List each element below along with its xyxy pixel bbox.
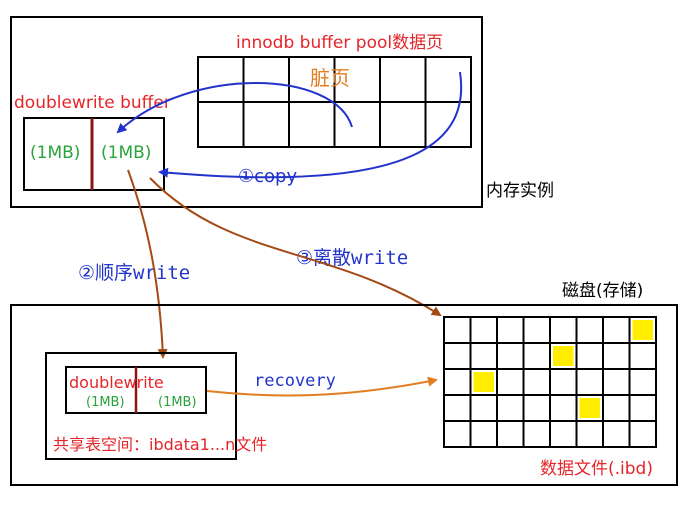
written-page-marker [632,320,653,340]
data-file-page [496,368,525,396]
data-file-page [522,342,551,370]
memory-dw-right-size: (1MB) [101,143,151,163]
recovery-label: recovery [254,371,336,391]
written-page-marker [579,398,600,418]
memory-doublewrite-box [23,117,165,191]
buffer-pool-page [379,101,427,148]
data-file-page [496,394,525,422]
dirty-page-label: 脏页 [310,66,350,90]
written-page-marker [473,372,494,392]
buffer-pool-title: innodb buffer pool数据页 [236,33,443,53]
data-file-page [522,420,551,448]
data-file-page [628,420,657,448]
memory-dw-left-size: (1MB) [30,143,80,163]
data-file-page [602,368,631,396]
disk-dw-left-size: (1MB) [86,395,125,410]
doublewrite-buffer-label: doublewrite buffer [14,93,171,113]
data-file-page [469,420,498,448]
shared-tablespace-label: 共享表空间：ibdata1...n文件 [53,435,267,454]
data-file-page [549,420,578,448]
buffer-pool-page [197,56,245,103]
buffer-pool-page [242,56,290,103]
data-file-page [522,394,551,422]
disk-doublewrite-outer-box [45,352,237,460]
disk-dw-right-size: (1MB) [158,395,197,410]
data-file-page [443,394,472,422]
sequential-write-arrow [127,169,168,359]
buffer-pool-page [424,56,472,103]
buffer-pool-page [288,101,336,148]
discrete-write-label: ③离散write [296,247,408,269]
memory-instance-label: 内存实例 [486,181,554,201]
copy-arrow-upper [116,82,353,134]
buffer-pool-page [242,101,290,148]
data-file-page [575,368,604,396]
data-file-page [575,342,604,370]
disk-title: 磁盘(存储) [562,281,643,301]
data-file-page [496,316,525,344]
data-file-page [469,342,498,370]
data-file-page [443,420,472,448]
data-file-page [602,316,631,344]
data-file-page [602,420,631,448]
disk-doublewrite-label: doublewrite [69,373,164,392]
data-file-page [469,394,498,422]
data-file-label: 数据文件(.ibd) [540,459,653,479]
data-file-page [628,342,657,370]
buffer-pool-page [197,101,245,148]
data-file-page [496,342,525,370]
disk-box [10,304,678,486]
data-file-page [575,316,604,344]
data-file-page [469,316,498,344]
data-file-page [549,394,578,422]
buffer-pool-grid [197,56,472,148]
data-file-page [602,342,631,370]
data-file-page [602,394,631,422]
data-file-page [443,316,472,344]
data-file-grid [443,316,657,448]
buffer-pool-page [379,56,427,103]
recovery-arrow [206,376,438,397]
copy-arrow-lower [158,71,463,179]
data-file-page [522,368,551,396]
discrete-write-arrow [149,177,442,317]
data-file-page [575,420,604,448]
sequential-write-label: ②顺序write [78,262,190,284]
data-file-page [628,368,657,396]
data-file-page [628,394,657,422]
copy-step-label: ①copy [238,166,297,187]
data-file-page [496,420,525,448]
buffer-pool-page [424,101,472,148]
data-file-page [443,368,472,396]
data-file-page [443,342,472,370]
written-page-marker [553,346,574,366]
data-file-page [549,368,578,396]
memory-instance-box [10,16,483,208]
data-file-page [549,316,578,344]
data-file-page [522,316,551,344]
